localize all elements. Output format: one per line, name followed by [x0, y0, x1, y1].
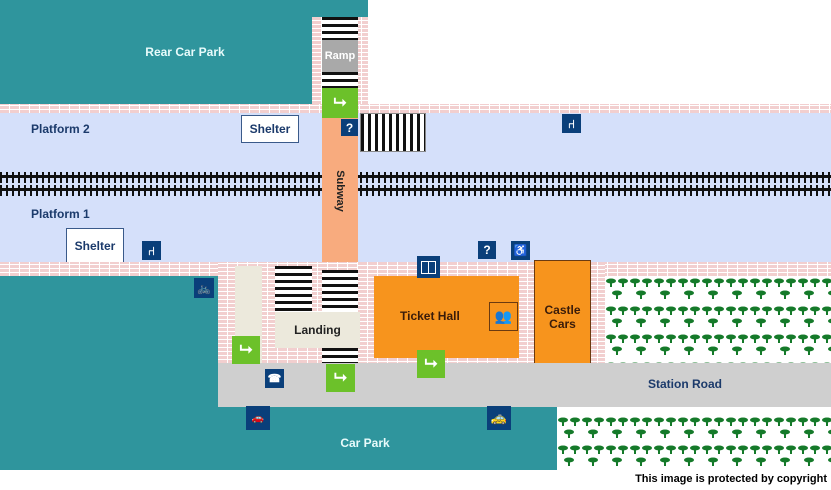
wall-bottom-left [0, 262, 230, 276]
bicycle-icon: 🚲 [194, 278, 214, 298]
shelter-platform-1: Shelter [66, 228, 124, 262]
wall-top [0, 104, 831, 113]
rear-car-park [0, 0, 368, 104]
subway [322, 113, 358, 270]
exit-icon: ⮡ [232, 336, 260, 364]
shelter-label: Shelter [74, 238, 116, 253]
seat-icon: ⑁ [562, 114, 581, 133]
car-park-label: Car Park [340, 436, 390, 450]
station-road [218, 363, 831, 407]
castle-cars-label: Castle Cars [544, 302, 581, 331]
footbridge-crossing [360, 113, 426, 152]
steps [322, 72, 358, 88]
castle-cars: Castle Cars [534, 260, 591, 373]
landing: Landing [275, 312, 360, 348]
trees [605, 276, 831, 363]
steps [322, 17, 358, 40]
ticket-office-icon: 👥 [489, 302, 518, 331]
station-road-label: Station Road [648, 377, 722, 391]
rear-car-park-label: Rear Car Park [145, 45, 225, 59]
information-icon: ? [478, 241, 496, 259]
landing-label: Landing [294, 323, 341, 337]
platform-2-label: Platform 2 [31, 122, 90, 136]
accessible-toilet-icon: ♿ [511, 241, 530, 260]
information-icon: ? [341, 119, 358, 136]
platform-1-label: Platform 1 [31, 207, 90, 221]
exit-icon: ⮡ [417, 350, 445, 378]
copyright-notice: This image is protected by copyright [635, 473, 827, 485]
taxi-icon: 🚕 [487, 406, 511, 430]
trees [557, 415, 831, 470]
platform-1 [0, 196, 831, 262]
steps [322, 348, 358, 363]
ramp: Ramp [322, 40, 358, 72]
track [0, 172, 831, 196]
subway-label: Subway [334, 170, 346, 212]
telephone-icon: ☎ [265, 369, 284, 388]
shelter-label: Shelter [249, 122, 291, 136]
lift-icon [417, 256, 440, 278]
shelter-platform-2: Shelter [241, 115, 299, 143]
exit-icon: ⮡ [326, 364, 355, 392]
steps [322, 270, 358, 312]
drop-off-icon: 🚗 [246, 406, 270, 430]
exit-icon: ⮡ [322, 88, 358, 118]
car-park-left [0, 276, 218, 470]
ramp-label: Ramp [324, 50, 356, 62]
ticket-hall-label: Ticket Hall [400, 309, 460, 323]
steps [275, 266, 312, 312]
seat-icon: ⑁ [142, 241, 161, 260]
